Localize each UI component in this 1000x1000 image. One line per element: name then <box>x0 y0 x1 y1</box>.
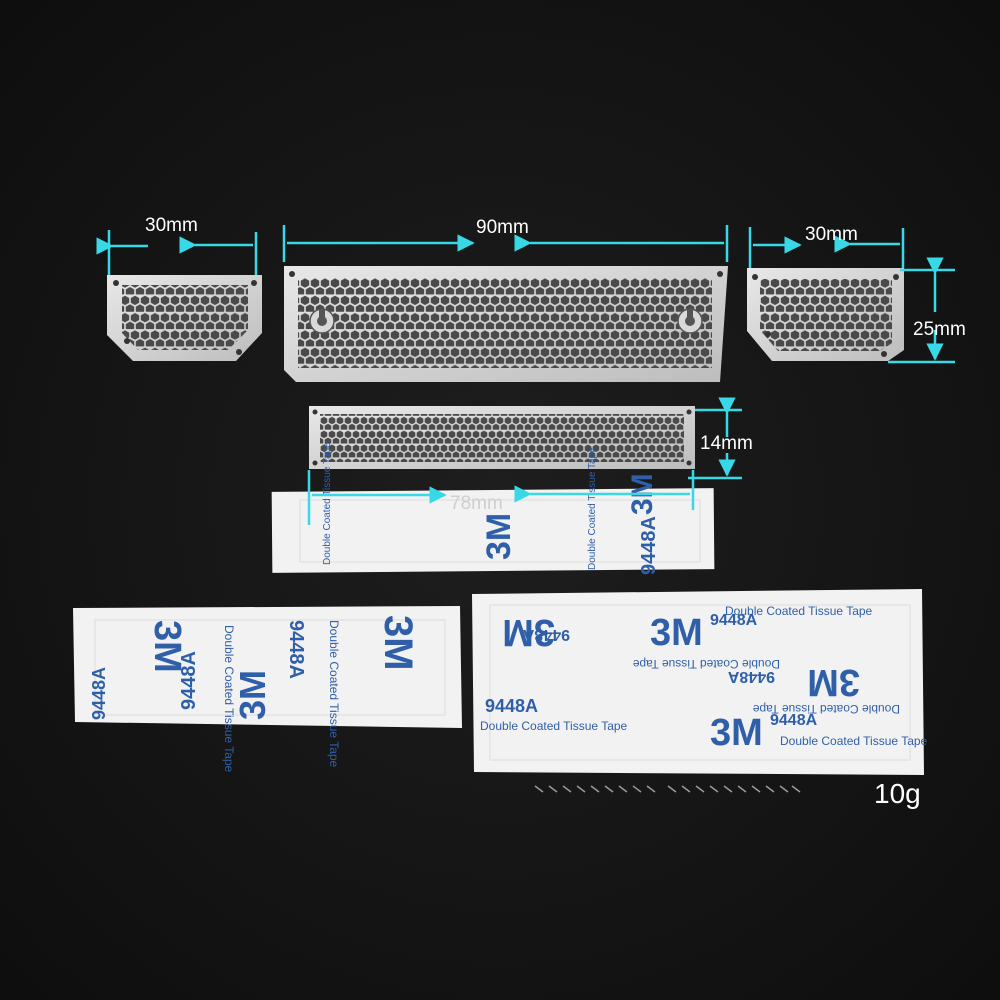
dimension-label-right-height: 25mm <box>913 319 966 340</box>
tape-model-print: 9448A <box>178 651 200 710</box>
tape-model-print: 9448A <box>770 712 818 729</box>
dimension-label-left-width: 30mm <box>145 215 198 236</box>
tape-sheet-top <box>271 488 715 573</box>
right-grille <box>747 268 904 361</box>
tape-model-print: 9448A <box>727 668 775 685</box>
tape-brand-print: 3M <box>232 670 273 720</box>
tape-description-print: Double Coated Tissue Tape <box>322 442 333 565</box>
dimension-label-center-width: 90mm <box>476 217 529 238</box>
left-grille <box>107 275 262 361</box>
tape-model-print: 9448A <box>710 612 758 629</box>
lower-grille <box>309 406 695 469</box>
tape-brand-print: 3M <box>710 712 763 754</box>
tape-description-print: Double Coated Tissue Tape <box>725 604 873 618</box>
tape-brand-print: 3M <box>376 615 420 671</box>
tape-description-print: Double Coated Tissue Tape <box>327 620 341 768</box>
tape-model-print: 9448A <box>285 620 307 679</box>
tape-brand-print: 3M <box>807 661 860 703</box>
tape-sheet-left <box>73 606 462 728</box>
tape-brand-print: 3M <box>480 513 518 560</box>
tape-description-print: Double Coated Tissue Tape <box>587 447 598 570</box>
tape-sheet-right <box>472 589 924 775</box>
dimension-label-right-width: 30mm <box>805 224 858 245</box>
tape-description-print: Double Coated Tissue Tape <box>780 734 928 748</box>
dimension-lines <box>96 225 955 525</box>
tape-description-print: Double Coated Tissue Tape <box>480 719 628 733</box>
tape-description-print: Double Coated Tissue Tape <box>222 625 236 773</box>
tape-model-print: 9448A <box>485 696 538 716</box>
tape-description-print: Double Coated Tissue Tape <box>632 657 780 671</box>
tape-model-print: 9448A <box>522 626 570 643</box>
screws <box>534 785 801 793</box>
tape-brand-print: 3M <box>650 612 703 654</box>
tape-model-print: 9448A <box>638 516 660 575</box>
dimension-label-lower-width: 78mm <box>450 493 503 514</box>
dimension-label-lower-height: 14mm <box>700 433 753 454</box>
tape-model-print: 9448A <box>89 667 109 720</box>
weight-label: 10g <box>874 778 921 809</box>
tape-description-print: Double Coated Tissue Tape <box>752 702 900 716</box>
tape-brand-print: 3M <box>146 620 188 673</box>
center-grille <box>284 266 728 382</box>
tape-brand-print: 3M <box>502 611 555 653</box>
